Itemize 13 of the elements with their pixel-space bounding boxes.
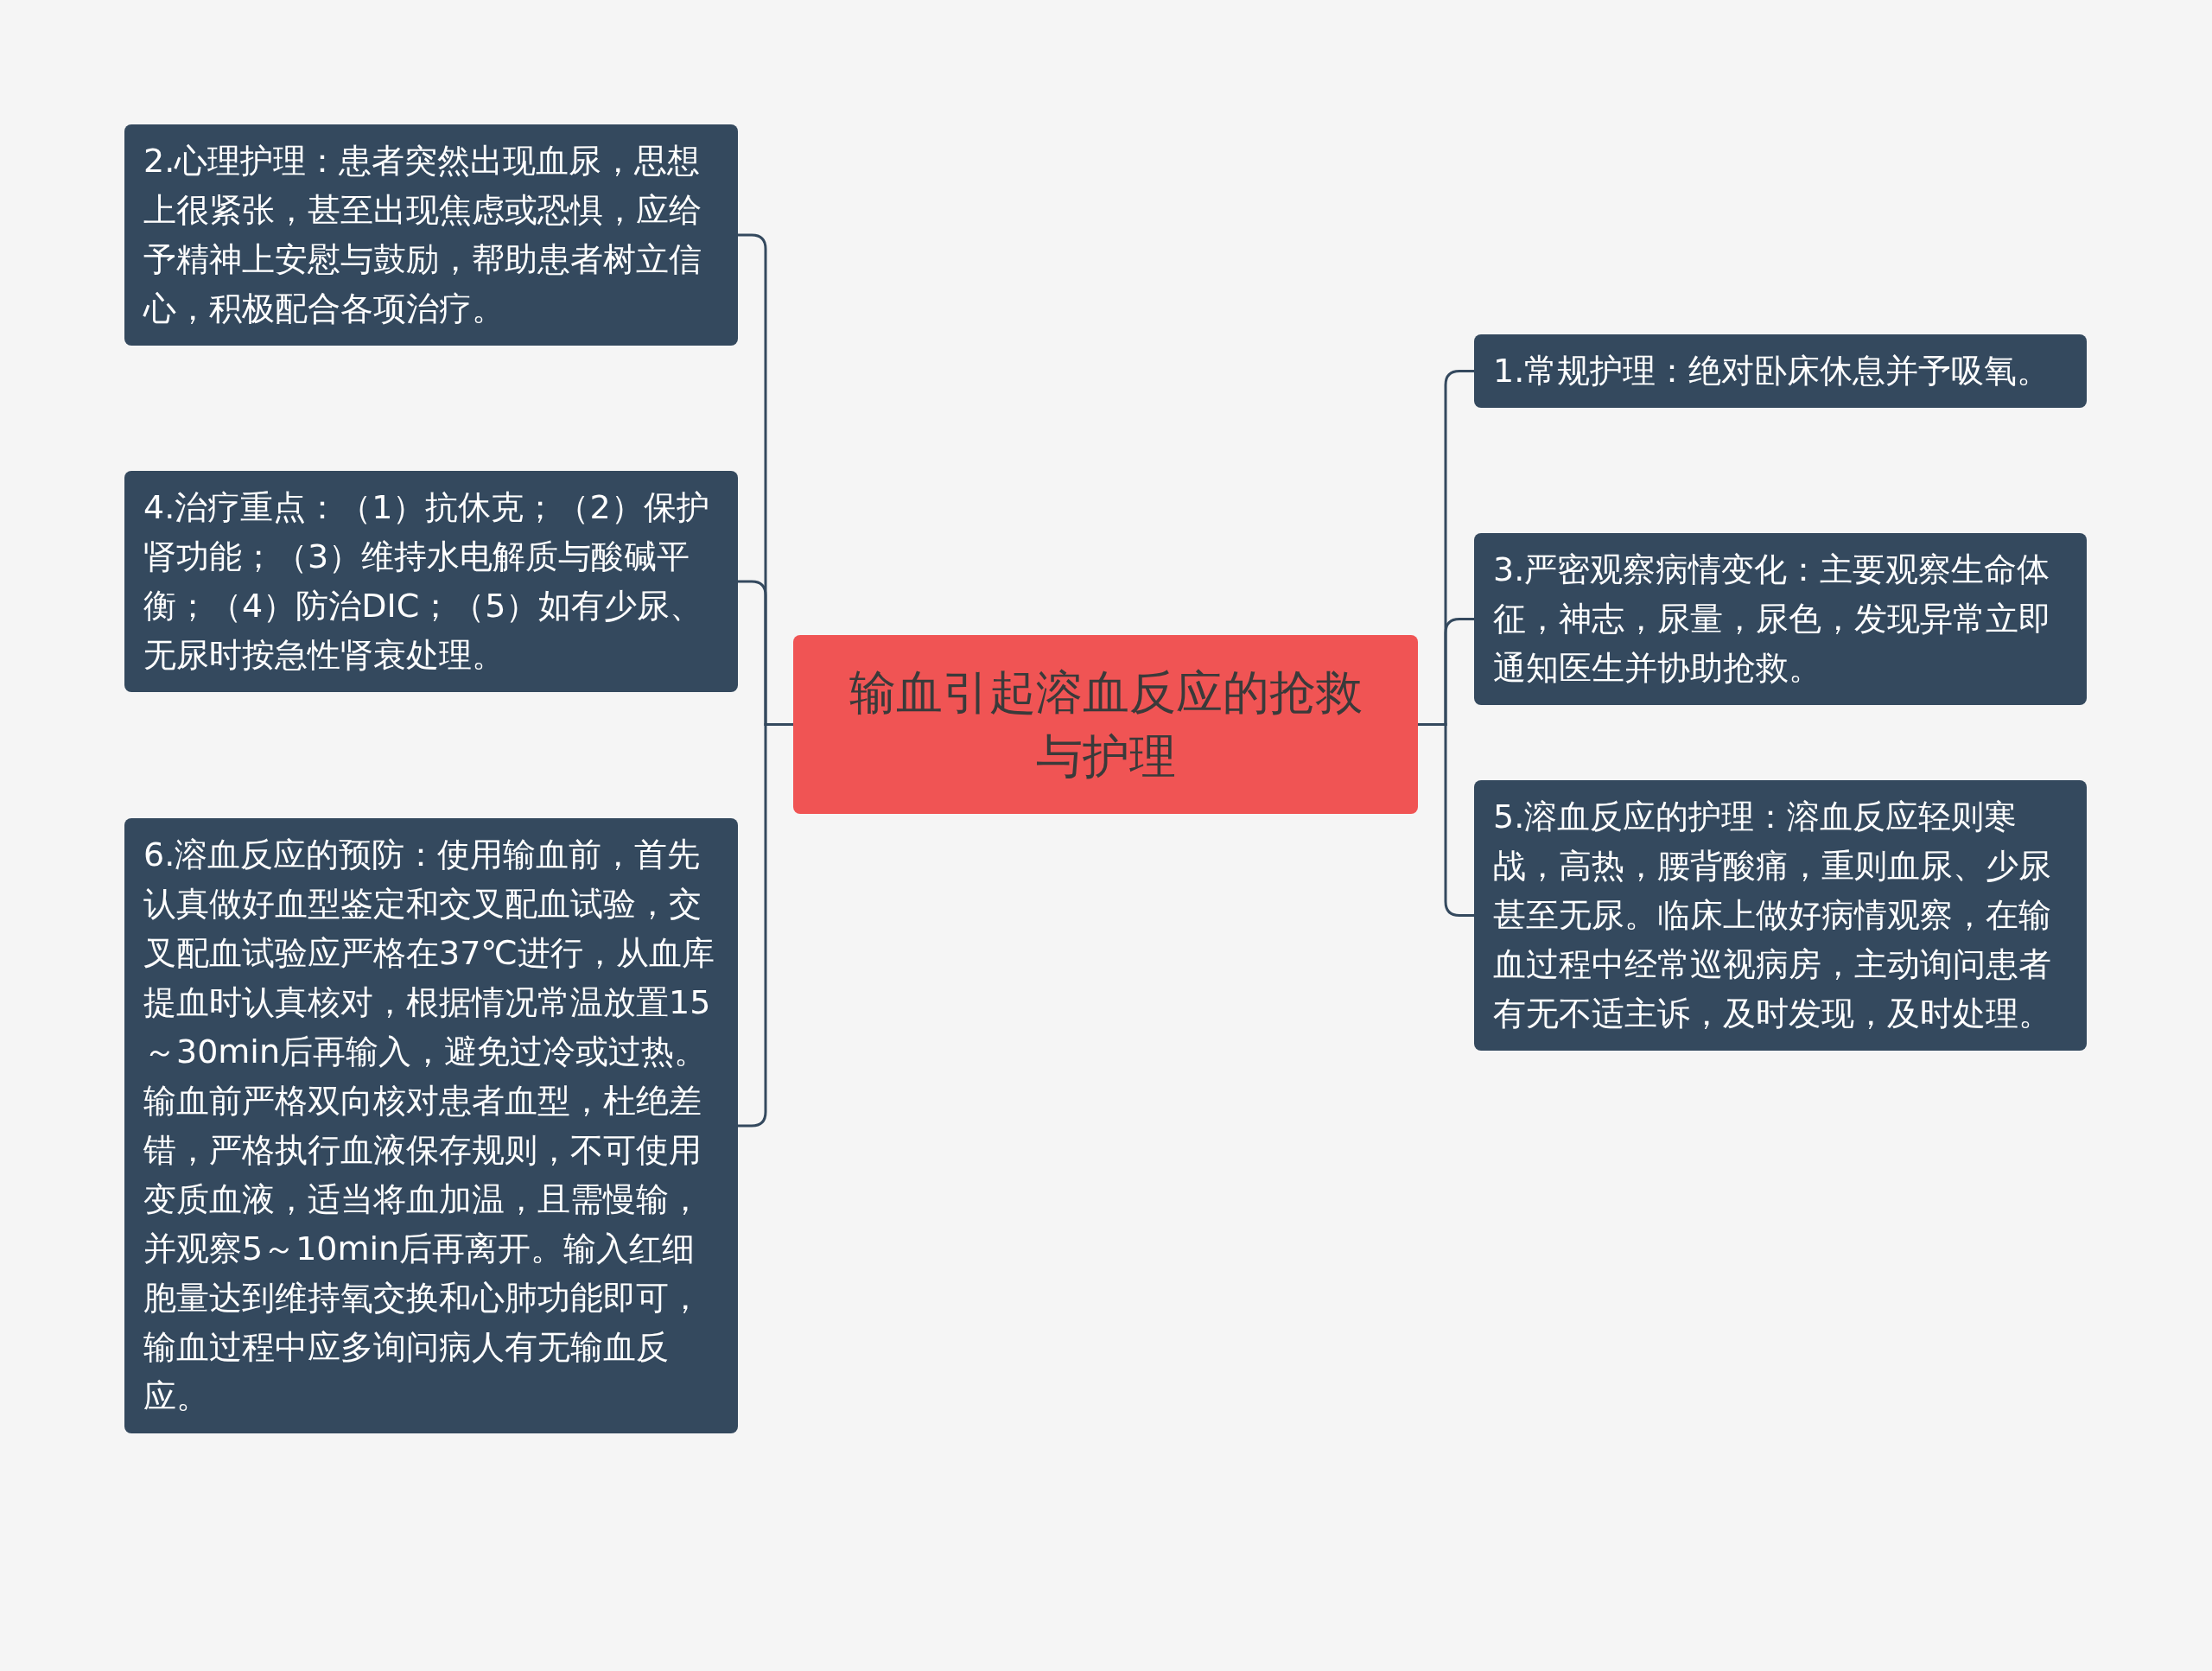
topic-text: 5.溶血反应的护理：溶血反应轻则寒战，高热，腰背酸痛，重则血尿、少尿甚至无尿。临床上做好病情观察，在输血过程中经常巡视病房，主动询问患者有无不适主诉，及时发现，及时处理。 — [1493, 797, 2051, 1032]
topic-box — [1474, 334, 2087, 408]
topic-box — [124, 471, 738, 692]
central-topic-box — [793, 635, 1418, 814]
topic-box — [1474, 780, 2087, 1051]
topic-text: 输血引起溶血反应的抢救与护理 — [848, 664, 1363, 785]
topic-text: 3.严密观察病情变化：主要观察生命体征，神志，尿量，尿色，发现异常立即通知医生并协助抢救。 — [1493, 550, 2051, 687]
topic-box — [1474, 533, 2087, 705]
topic-text: 4.治疗重点：（1）抗休克；（2）保护肾功能；（3）维持水电解质与酸碱平衡；（4）防治DIC；（5）如有少尿、无尿时按急性肾衰处理。 — [143, 488, 709, 674]
topic-text: 6.溶血反应的预防：使用输血前，首先认真做好血型鉴定和交叉配血试验，交叉配血试验应严格在37℃进行，从血库提血时认真核对，根据情况常温放置15～30min后再输入，避免过冷或过热。输血前严格双向核对患者血型，杜绝差错，严格执行血液保存规则，不可使用变质血液，适当将血加温，且需慢输，并观察5～10min后再离开。输入红细胞量达到维持氧交换和心肺功能即可，输血过程中应多询问病人有无输血反应。 — [143, 836, 715, 1415]
topic-box — [124, 124, 738, 346]
topic-text: 2.心理护理：患者突然出现血尿，思想上很紧张，甚至出现焦虑或恐惧，应给予精神上安慰与鼓励，帮助患者树立信心，积极配合各项治疗。 — [143, 142, 702, 327]
topic-text: 1.常规护理：绝对卧床休息并予吸氧。 — [1493, 352, 2050, 390]
